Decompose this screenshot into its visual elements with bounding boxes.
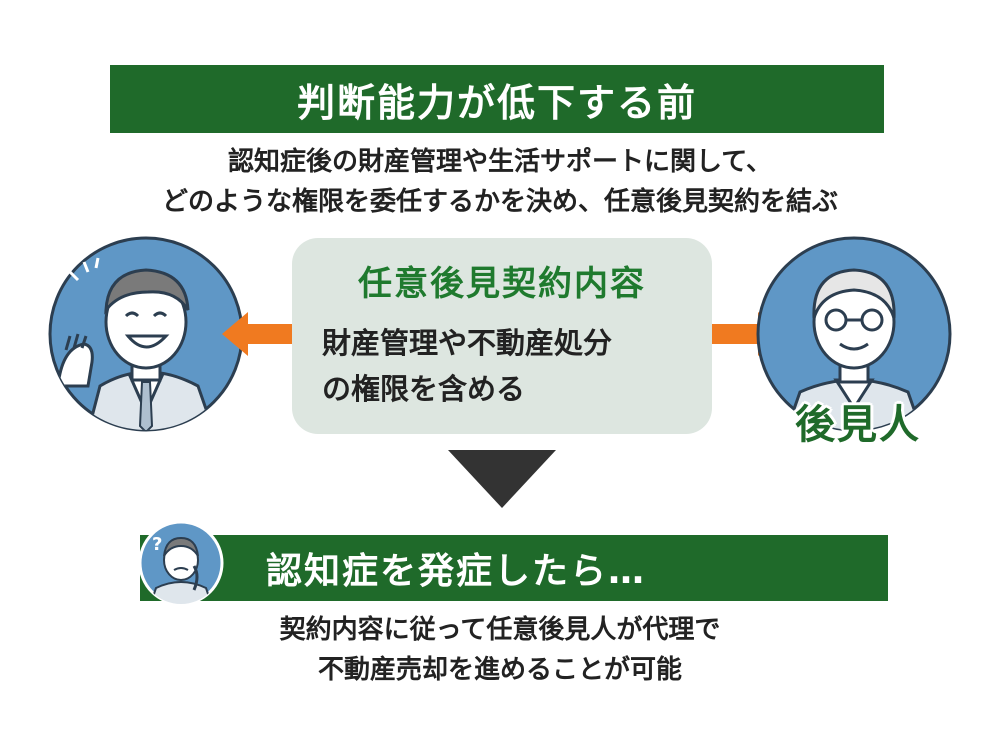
question-mark-icon: ? (152, 534, 162, 555)
bottom-description-line-2: 不動産売却を進めることが可能 (317, 655, 682, 685)
top-description-line-2: どのような権限を委任するかを決め、任意後見契約を結ぶ (161, 187, 838, 217)
contract-body-line-1: 財産管理や不動産処分 (322, 326, 613, 360)
bottom-description: 契約内容に従って任意後見人が代理で 不動産売却を進めることが可能 (0, 610, 1000, 690)
contract-title: 任意後見契約内容 (358, 264, 646, 304)
contract-body: 財産管理や不動産処分 の権限を含める (322, 320, 702, 412)
top-description: 認知症後の財産管理や生活サポートに関して、 どのような権限を委任するかを決め、任… (0, 142, 1000, 222)
top-description-line-1: 認知症後の財産管理や生活サポートに関して、 (228, 147, 772, 177)
contract-content-box: 任意後見契約内容 財産管理や不動産処分 の権限を含める (292, 238, 712, 434)
bottom-description-line-1: 契約内容に従って任意後見人が代理で (279, 615, 721, 645)
contract-body-line-2: の権限を含める (322, 372, 526, 406)
down-arrow-icon (448, 450, 556, 508)
bottom-banner-title: 認知症を発症したら… (266, 551, 647, 592)
guardian-person-illustration (756, 236, 952, 432)
left-arrow-icon (222, 312, 294, 356)
worried-person-illustration: ? (138, 520, 224, 606)
top-banner: 判断能力が低下する前 (110, 65, 884, 133)
top-banner-title: 判断能力が低下する前 (296, 80, 697, 125)
guardian-label: 後見人 (795, 402, 921, 448)
bottom-banner: 認知症を発症したら… (140, 535, 888, 601)
principal-person-illustration (48, 236, 244, 432)
